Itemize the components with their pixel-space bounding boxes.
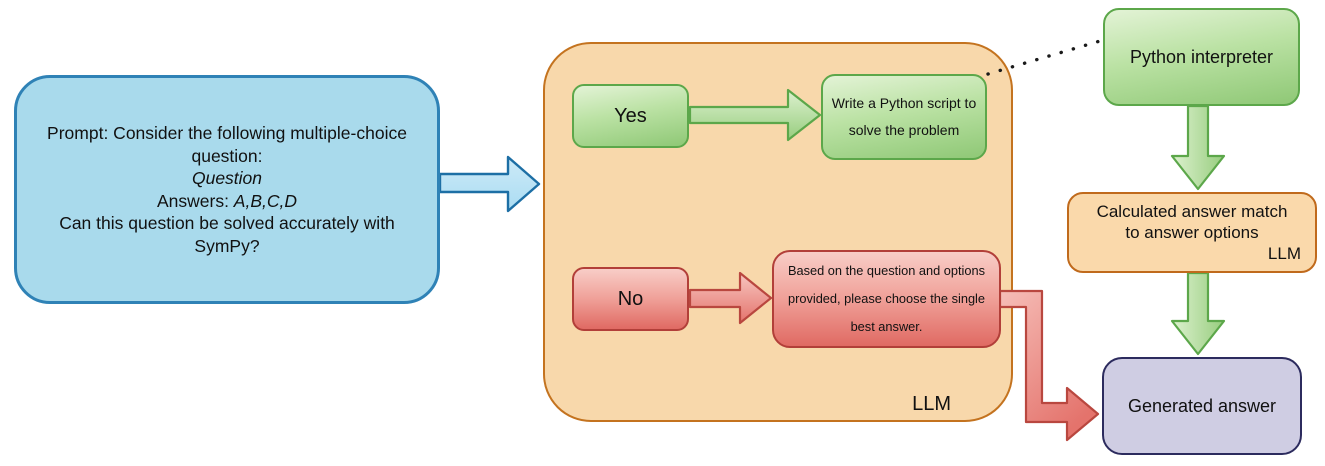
- fallback-prompt-node: Based on the question and options provid…: [772, 250, 1001, 348]
- python-interpreter-node: Python interpreter: [1103, 8, 1300, 106]
- prompt-answers-options: A,B,C,D: [233, 190, 298, 211]
- no-label: No: [617, 287, 644, 310]
- match-to-generated-arrow: [1170, 271, 1226, 356]
- interpreter-to-match-arrow: [1170, 104, 1226, 191]
- prompt-line-answers: Answers: A,B,C,D: [157, 190, 297, 213]
- llm-container-label: LLM: [912, 393, 951, 415]
- prompt-line-1: Prompt: Consider the following multiple-…: [47, 123, 407, 143]
- prompt-box: Prompt: Consider the following multiple-…: [14, 75, 440, 304]
- write-script-node: Write a Python script to solve the probl…: [821, 74, 987, 160]
- answer-match-line-1: Calculated answer match: [1096, 202, 1288, 221]
- yes-node: Yes: [572, 84, 689, 148]
- prompt-line-5: Can this question be solved accurately w…: [59, 213, 395, 233]
- generated-answer-node: Generated answer: [1102, 357, 1302, 455]
- prompt-line-question: Question: [191, 168, 263, 188]
- answer-match-line-2: to answer options: [1125, 223, 1259, 242]
- fallback-prompt-label: Based on the question and options provid…: [787, 263, 986, 334]
- prompt-line-2: question:: [191, 145, 263, 166]
- prompt-to-llm-arrow: [438, 155, 541, 213]
- python-interpreter-label: Python interpreter: [1129, 46, 1274, 67]
- write-script-label: Write a Python script to solve the probl…: [831, 95, 977, 138]
- prompt-answers-prefix: Answers:: [156, 190, 234, 211]
- no-node: No: [572, 267, 689, 331]
- fallback-to-generated-arrow: [998, 289, 1100, 442]
- prompt-line-6: SymPy?: [194, 235, 260, 256]
- answer-match-node: Calculated answer match to answer option…: [1067, 192, 1317, 273]
- yes-label: Yes: [614, 104, 647, 127]
- generated-answer-label: Generated answer: [1127, 395, 1277, 416]
- answer-match-llm-label: LLM: [1267, 244, 1301, 263]
